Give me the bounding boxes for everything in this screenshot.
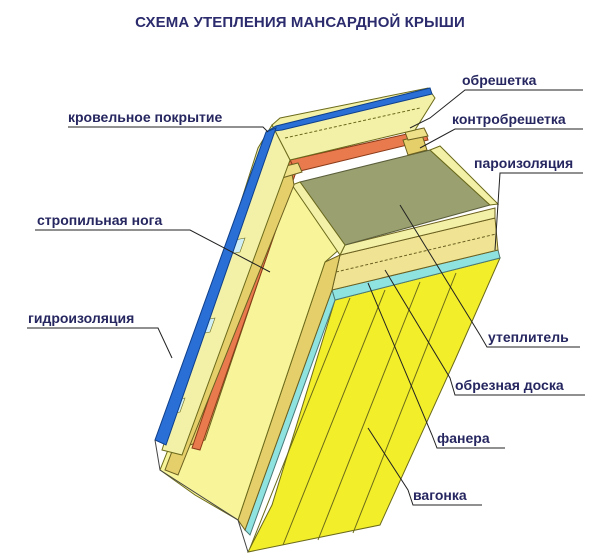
edged-board-layer bbox=[237, 217, 499, 532]
label-insulation: утеплитель bbox=[488, 329, 569, 345]
label-roof-covering: кровельное покрытие bbox=[68, 109, 222, 125]
label-vapor-barrier: пароизоляция bbox=[474, 155, 573, 171]
label-edged-board: обрезная доска bbox=[455, 377, 564, 393]
bottom-edge bbox=[154, 439, 249, 553]
diagram-title: СХЕМА УТЕПЛЕНИЯ МАНСАРДНОЙ КРЫШИ bbox=[135, 14, 465, 31]
insulation-block bbox=[159, 145, 500, 521]
batten-layer bbox=[161, 87, 436, 456]
label-lining: вагонка bbox=[413, 487, 467, 503]
label-counter-batten: контробрешетка bbox=[452, 111, 566, 127]
label-waterproofing: гидроизоляция bbox=[28, 310, 134, 326]
label-rafter: стропильная нога bbox=[37, 212, 162, 228]
roofing-layer bbox=[154, 87, 433, 446]
lining-panel bbox=[247, 257, 501, 553]
label-plywood: фанера bbox=[437, 430, 490, 446]
leader-lines bbox=[27, 89, 585, 506]
label-batten: обрешетка bbox=[462, 72, 537, 88]
